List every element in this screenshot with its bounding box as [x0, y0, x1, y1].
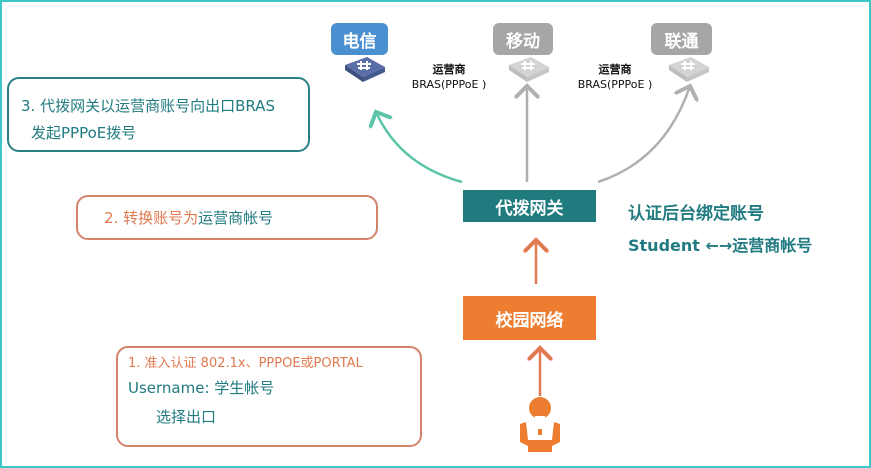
step3-box: 3. 代拨网关以运营商账号向出口BRAS 发起PPPoE拨号 — [7, 77, 310, 152]
step1-line1: 1. 准入认证 802.1x、PPPOE或PORTAL — [128, 356, 363, 371]
step1-line2: Username: 学生帐号 — [128, 379, 275, 397]
binding-title: 认证后台绑定账号 — [628, 204, 764, 224]
step2-box: 2. 转换账号为运营商帐号 — [76, 195, 378, 240]
step1-box: 1. 准入认证 802.1x、PPPOE或PORTAL Username: 学生… — [116, 346, 422, 447]
gateway-node: 代拨网关 — [463, 190, 596, 222]
bras-title: 运营商 — [432, 63, 466, 76]
campus-network-node: 校园网络 — [463, 296, 596, 340]
bras-title: 运营商 — [598, 63, 632, 76]
step3-line1: 3. 代拨网关以运营商账号向出口BRAS — [21, 97, 275, 115]
router-icon — [509, 57, 549, 82]
user-icon — [520, 397, 560, 452]
bras-sub: BRAS(PPPoE ) — [411, 78, 487, 91]
step2-prefix: 2. 转换账号为 — [104, 209, 199, 227]
bras-label: 运营商 BRAS(PPPoE ) — [404, 62, 494, 92]
isp-mobile-label: 移动 — [493, 23, 553, 55]
router-icon — [345, 57, 385, 82]
binding-mapping: Student ←→运营商帐号 — [628, 236, 813, 255]
router-icon — [669, 57, 709, 82]
arrow-to-unicom — [597, 86, 690, 184]
isp-unicom-label: 联通 — [651, 23, 712, 55]
bras-label: 运营商 BRAS(PPPoE ) — [570, 62, 660, 92]
step3-line2: 发起PPPoE拨号 — [31, 124, 137, 142]
isp-telecom-label: 电信 — [331, 23, 388, 55]
step1-line3: 选择出口 — [156, 408, 217, 426]
arrow-to-telecom — [376, 112, 463, 184]
bras-sub: BRAS(PPPoE ) — [577, 78, 653, 91]
step2-suffix: 运营商帐号 — [198, 209, 274, 227]
